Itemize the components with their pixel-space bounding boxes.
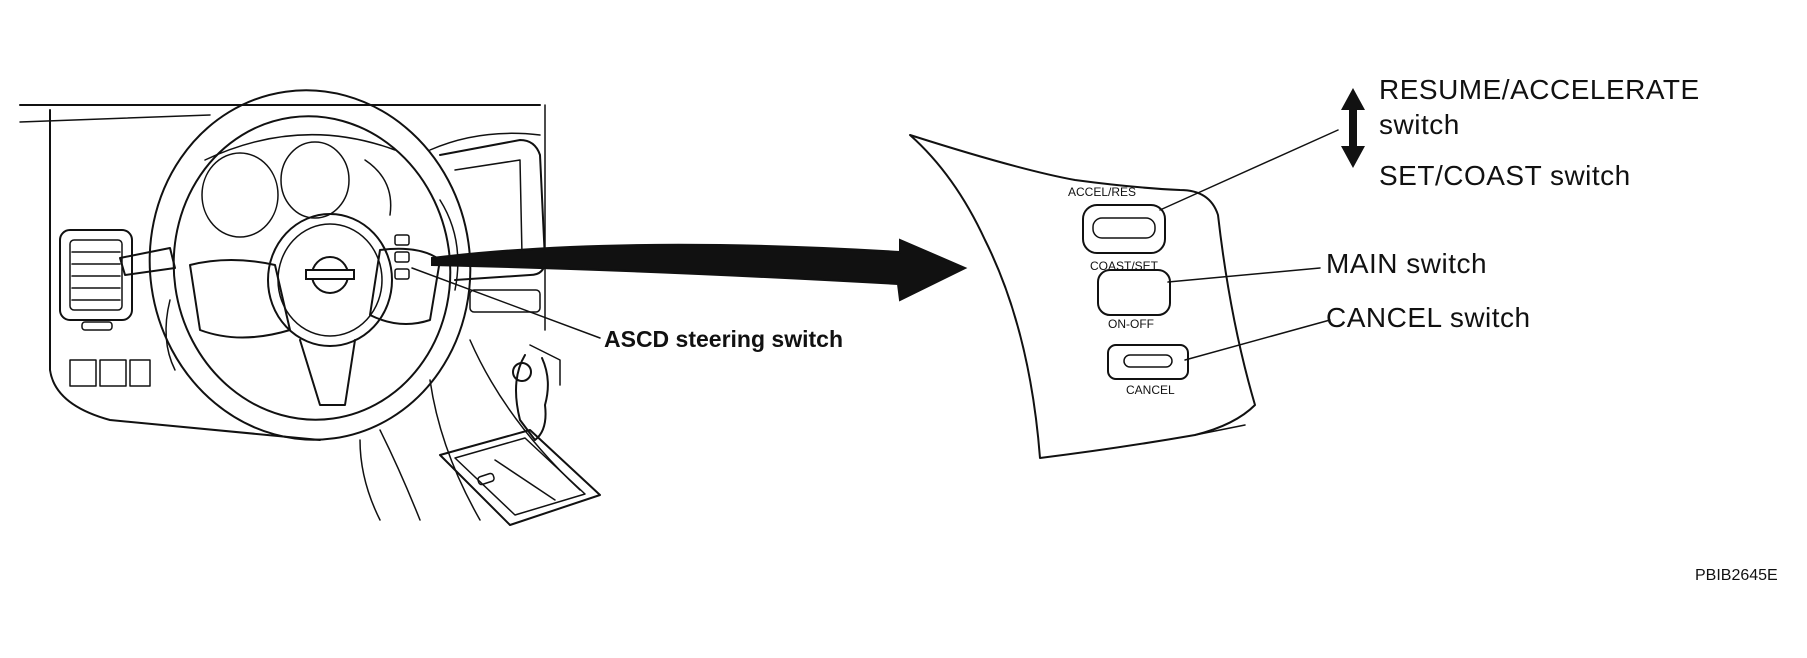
label-resume-accelerate-switch: switch	[1379, 109, 1460, 140]
wheel-ascd-switch-cluster	[394, 234, 410, 280]
main-leader-line	[1167, 267, 1321, 283]
dashboard-illustration	[19, 89, 601, 526]
gear-shifter	[429, 339, 601, 526]
turn-signal-stalk	[119, 247, 176, 276]
big-arrow-icon	[431, 238, 968, 302]
main-on-off-button: ON-OFF	[1097, 269, 1171, 331]
resume-leader-line	[1159, 129, 1339, 211]
svg-text:ACCEL/RES: ACCEL/RES	[1068, 185, 1136, 199]
nissan-emblem	[305, 256, 355, 294]
cancel-leader-line	[1184, 319, 1331, 361]
left-air-vent	[59, 229, 133, 331]
label-set-coast: SET/COAST switch	[1379, 160, 1631, 191]
label-cancel-switch: CANCEL switch	[1326, 302, 1531, 333]
left-switch-panel	[69, 359, 151, 387]
figure-code: PBIB2645E	[1695, 567, 1778, 584]
double-arrow-up-down-icon	[1341, 88, 1365, 168]
label-ascd-steering-switch: ASCD steering switch	[604, 326, 843, 352]
steering-wheel	[148, 89, 472, 441]
label-main-switch: MAIN switch	[1326, 248, 1487, 279]
accel-res-button: ACCEL/RES	[1068, 185, 1166, 254]
ascd-leader-line	[411, 267, 601, 339]
svg-text:ON-OFF: ON-OFF	[1108, 317, 1154, 331]
switch-panel-closeup: ACCEL/RES COAST/SET ON-OFF CANCEL	[909, 134, 1256, 459]
label-resume-accelerate: RESUME/ACCELERATE	[1379, 74, 1700, 105]
svg-text:CANCEL: CANCEL	[1126, 383, 1175, 397]
cancel-button: CANCEL	[1107, 344, 1189, 397]
